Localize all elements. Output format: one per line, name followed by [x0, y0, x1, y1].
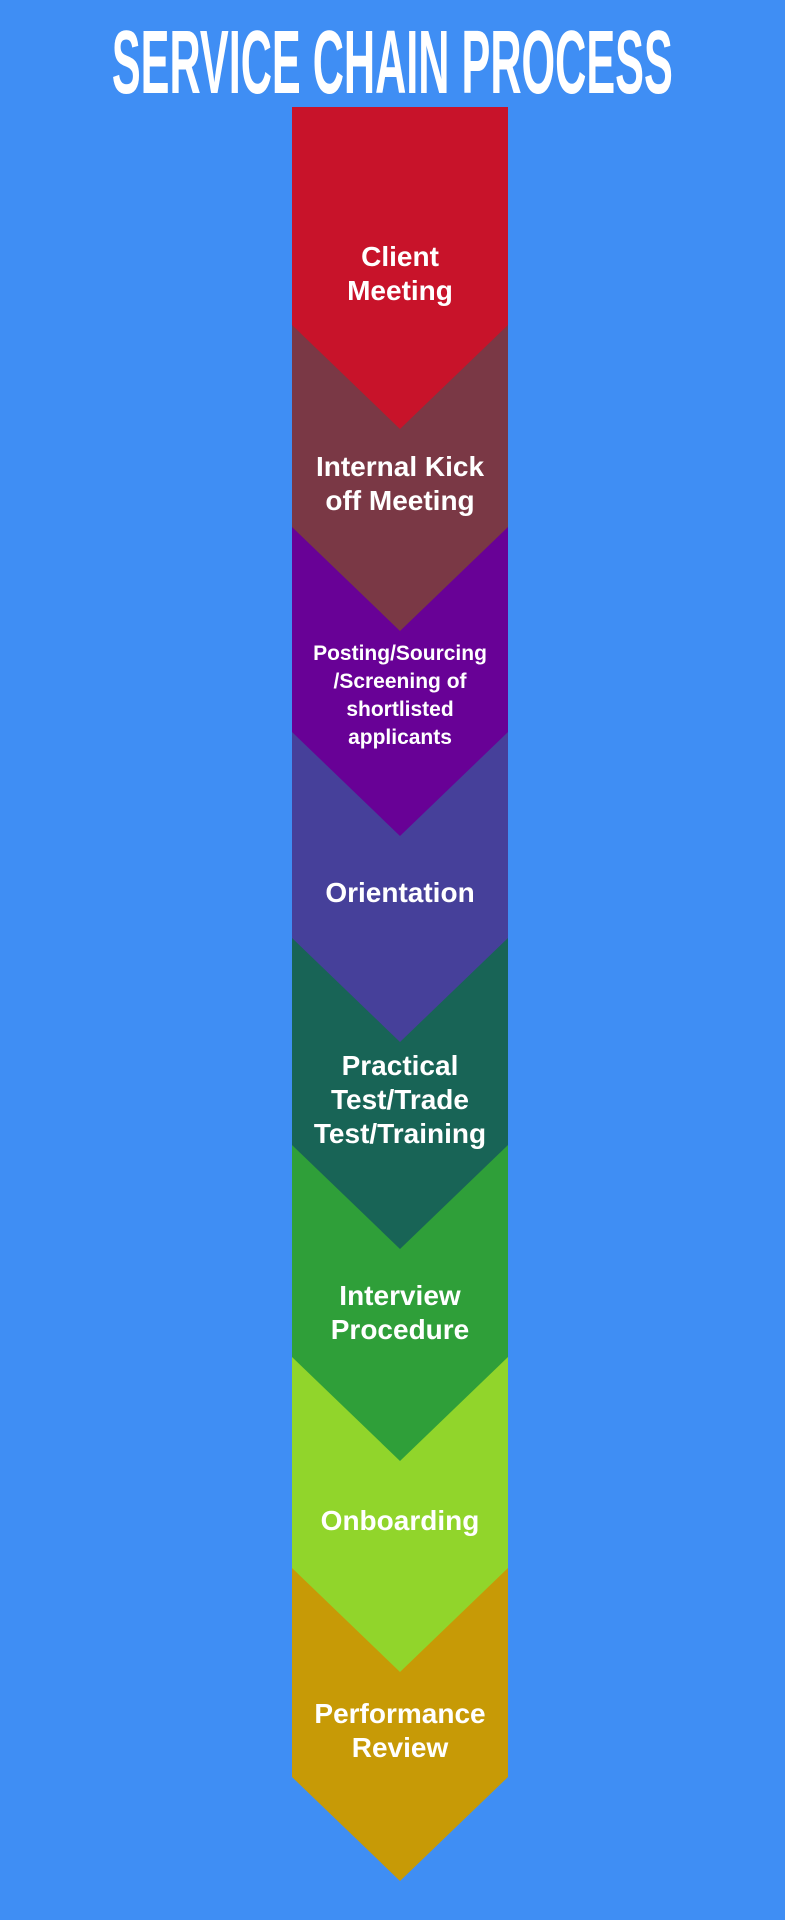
step-label: Internal Kick off Meeting — [315, 451, 485, 516]
title-bar: SERVICE CHAIN PROCESS — [0, 16, 785, 110]
step-label: Client Meeting — [347, 241, 453, 306]
page-title: SERVICE CHAIN PROCESS — [112, 13, 673, 113]
step-label: Practical Test/Trade Test/Training — [313, 1049, 487, 1149]
step-label: Interview Procedure — [330, 1280, 470, 1345]
step-label: Performance Review — [314, 1697, 486, 1763]
step-label: Onboarding — [320, 1504, 480, 1536]
step-label: Posting/Sourcing /Screening of shortlist… — [313, 641, 487, 749]
step-label: Orientation — [325, 877, 475, 908]
